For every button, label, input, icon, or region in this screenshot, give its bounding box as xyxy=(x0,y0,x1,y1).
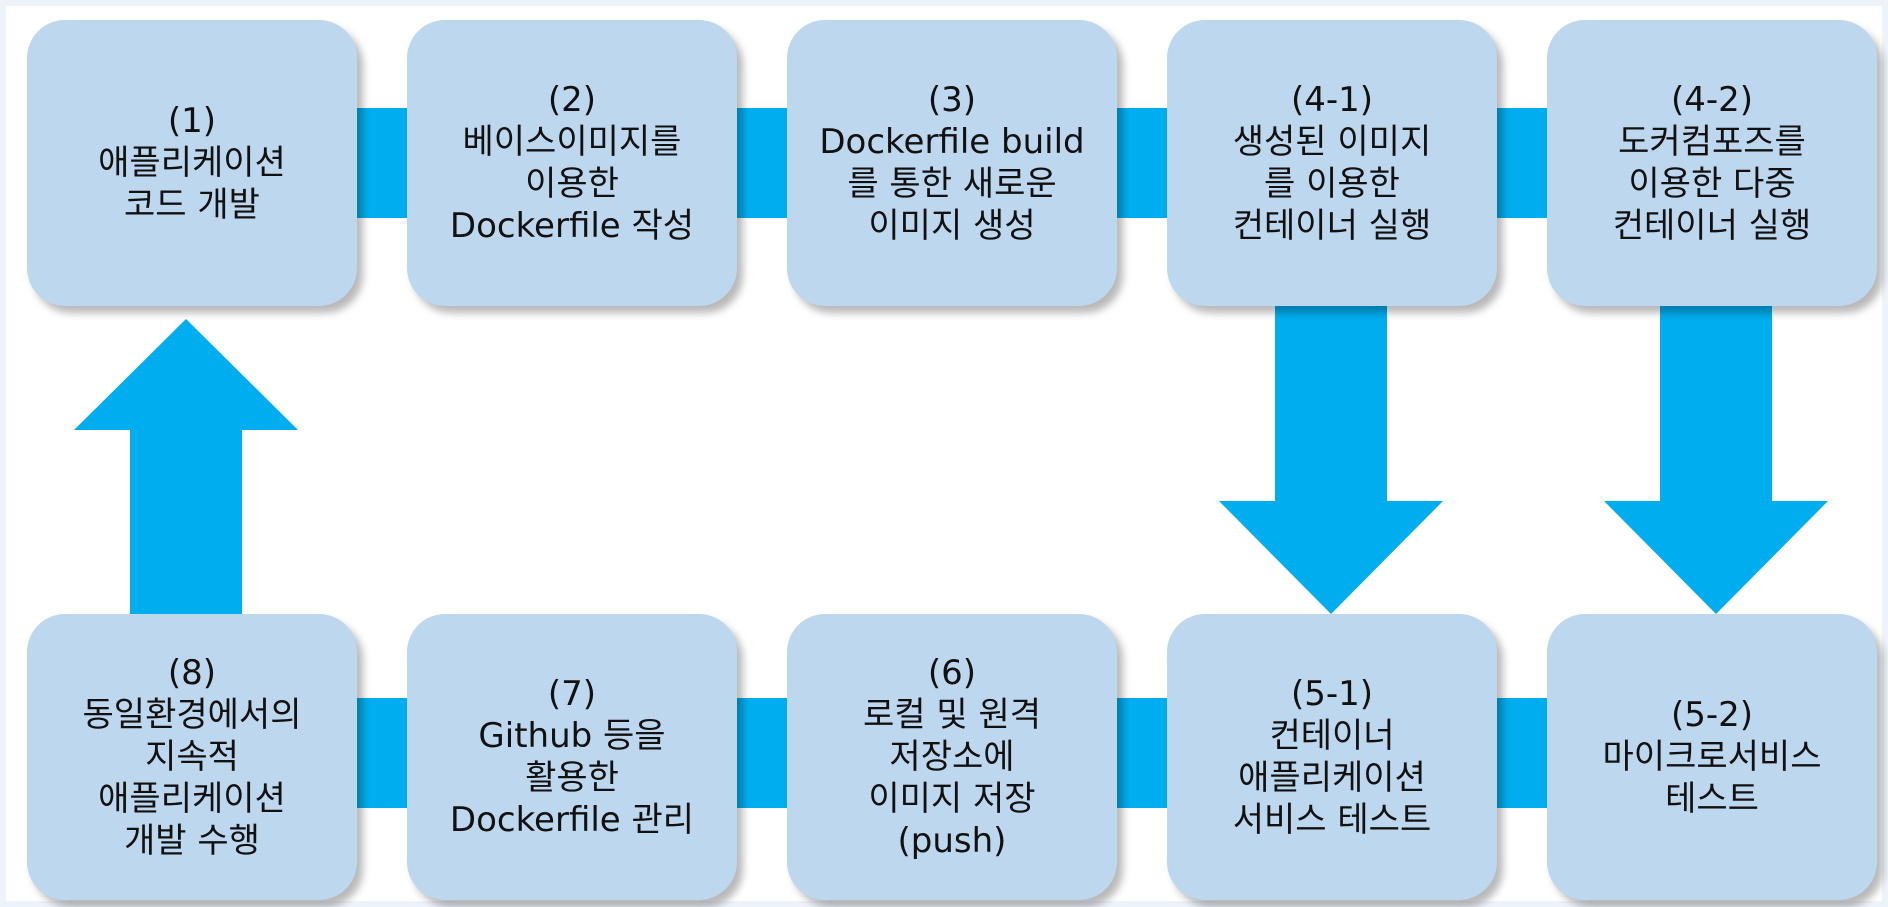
step-label-line: 서비스 테스트 xyxy=(1232,800,1432,840)
step-label-line: 저장소에 xyxy=(889,737,1015,777)
step-label-line: (1) xyxy=(167,101,217,141)
step-label-line: 이미지 저장 xyxy=(868,779,1036,819)
arrow-up-icon xyxy=(74,319,298,615)
step-label-line: (2) xyxy=(547,80,597,120)
step-label-line: (5-1) xyxy=(1290,674,1374,714)
step-label-line: 를 이용한 xyxy=(1264,164,1400,204)
step-label-line: (3) xyxy=(927,80,977,120)
step-label-line: 생성된 이미지 xyxy=(1232,122,1432,162)
step-label-line: Dockerfile 작성 xyxy=(449,206,695,246)
arrow-down-icon xyxy=(1219,306,1443,614)
step-label-line: 이용한 xyxy=(525,164,619,204)
step-label-line: (8) xyxy=(167,653,217,693)
step-label-line: 이미지 생성 xyxy=(868,206,1036,246)
step-label-line: 이용한 다중 xyxy=(1628,164,1796,204)
step-label-line: 테스트 xyxy=(1665,779,1759,819)
step-label-line: 컨테이너 xyxy=(1269,716,1395,756)
step-label-line: Github 등을 xyxy=(478,716,666,756)
step-label-line: 애플리케이션 xyxy=(98,779,286,819)
step-label-line: 컨테이너 실행 xyxy=(1612,206,1812,246)
connector-6-51 xyxy=(1114,698,1168,808)
step-label-line: Dockerfile 관리 xyxy=(449,800,695,840)
step-label-line: 동일환경에서의 xyxy=(82,695,302,735)
step-label-line: 로컬 및 원격 xyxy=(862,695,1041,735)
step-label-line: (4-2) xyxy=(1670,80,1754,120)
step-label-line: 를 통한 새로운 xyxy=(847,164,1057,204)
connector-51-52 xyxy=(1494,698,1548,808)
step-label-line: 베이스이미지를 xyxy=(462,122,682,162)
connector-1-2 xyxy=(354,108,408,218)
step-label-line: 활용한 xyxy=(525,758,619,798)
step-label-line: (7) xyxy=(547,674,597,714)
step-label-line: (6) xyxy=(927,653,977,693)
step-label-line: 코드 개발 xyxy=(124,185,260,225)
step-label-line: (5-2) xyxy=(1670,695,1754,735)
connector-41-42 xyxy=(1494,108,1548,218)
step-label-line: 컨테이너 실행 xyxy=(1232,206,1432,246)
step-label-line: 개발 수행 xyxy=(124,821,260,861)
step-label-line: 애플리케이션 xyxy=(1238,758,1426,798)
connector-3-41 xyxy=(1114,108,1168,218)
step-label-line: (4-1) xyxy=(1290,80,1374,120)
connector-7-6 xyxy=(734,698,788,808)
step-label-line: 지속적 xyxy=(145,737,239,777)
connector-2-3 xyxy=(734,108,788,218)
step-label-line: 도커컴포즈를 xyxy=(1618,122,1806,162)
arrow-down-icon xyxy=(1604,306,1828,614)
connector-8-7 xyxy=(354,698,408,808)
step-label-line: Dockerfile build xyxy=(819,122,1085,162)
step-label-line: 마이크로서비스 xyxy=(1602,737,1822,777)
step-label-line: (push) xyxy=(897,821,1007,861)
step-label-line: 애플리케이션 xyxy=(98,143,286,183)
